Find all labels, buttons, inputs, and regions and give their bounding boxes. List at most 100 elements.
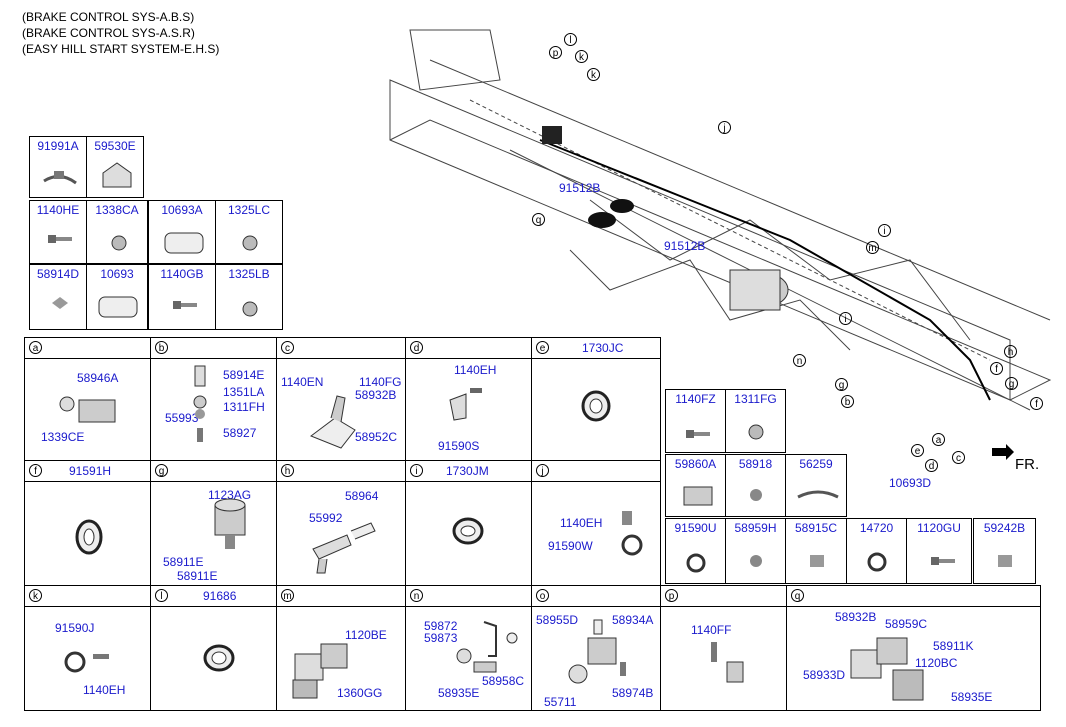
bolt-sensor-icon [711,642,744,683]
part-number: 1325LB [228,267,270,281]
part-number: 1339CE [41,430,85,444]
valve-icon [568,619,626,684]
part-number: 59530E [94,139,136,153]
part-cell: 58959H [725,518,786,584]
part-number: 58955D [536,613,579,627]
title-line-2: (BRAKE CONTROL SYS-A.S.R) [22,26,195,40]
valve-icon [59,396,116,423]
grommet-icon [452,517,484,545]
cell-letter: p [665,589,678,602]
part-number: 58964 [345,489,379,503]
part-number: 1140EH [560,516,603,530]
cell-letter: e [536,341,549,354]
part-cell: 1140FZ [665,389,726,453]
callout-e: e [911,444,924,457]
part-number: 58934A [612,613,654,627]
detail-cell-k: k 91590J 1140EH [24,585,151,711]
part-number: 59242B [983,521,1026,535]
callout-h: h [1004,345,1017,358]
frame-assembly-drawing [389,29,1052,411]
part-cell: 58918 [725,454,786,517]
part-cell: 91991A [29,136,87,198]
sleeve-icon [164,232,204,254]
part-number: 1140FG [359,375,402,389]
bolt-icon [48,235,72,243]
cell-letter: q [791,589,804,602]
part-cell: 14720 [846,518,907,584]
part-number: 91991A [37,139,79,153]
nut-icon [242,235,258,251]
part-number: 55992 [309,511,343,525]
part-number: 59860A [674,457,717,471]
grommet-icon [75,519,103,555]
cap-icon [102,162,132,188]
part-number: 58914D [36,267,80,281]
part-number: 1338CA [95,203,139,217]
plug-icon [750,555,762,567]
cell-letter: b [155,341,168,354]
part-number: 1351LA [223,385,265,399]
part-number: 58959C [885,617,928,631]
nut-icon [748,424,764,440]
part-number: 1325LC [227,203,271,217]
cell-letter: g [155,464,168,477]
part-number: 1140HE [36,203,80,217]
grommet-icon [581,390,611,422]
callout-c: c [952,451,965,464]
part-number: 55711 [544,695,577,709]
detail-cell-q: q 58932B 58959C 58911K 1120BC 58933D 589… [786,585,1041,711]
clamp-icon [449,388,482,421]
valve-assembly-icon [292,643,348,699]
part-number: 1120GU [917,521,961,535]
cell-letter: j [536,464,549,477]
part-cell: 59860A [665,454,726,517]
detail-cell-f: f 91591H [24,460,151,586]
title-line-3: (EASY HILL START SYSTEM-E.H.S) [22,42,220,56]
fitting-icon [456,621,518,673]
callout-d: d [925,459,938,472]
part-number: 1730JC [582,341,624,355]
callout-a: a [932,433,945,446]
part-number: 58958C [482,674,525,688]
part-number: 58932B [355,388,397,402]
part-cell: 58914D [29,264,87,330]
cell-letter: h [281,464,294,477]
part-number: 58935E [438,686,480,700]
part-cell: 10693 [86,264,148,330]
callout-f: f [1030,397,1043,410]
cell-letter: m [281,589,294,602]
detail-cell-n: n 59872 59873 58935E 58958C [405,585,532,711]
detail-cell-i: i 1730JM [405,460,532,586]
part-cell: 59530E [86,136,144,198]
detail-cell-b: b 58914E 1351LA 1311FH 55993 58927 [150,337,277,461]
callout-k: k [587,68,600,81]
part-cell: 1140HE [29,200,87,264]
part-number: 1140EH [454,363,497,377]
cell-letter: n [410,589,423,602]
part-number: 58946A [77,371,119,385]
clip-icon [998,555,1012,567]
callout-n: n [793,354,806,367]
grommet-icon [203,644,235,672]
part-cell: 1325LC [215,200,283,264]
part-number: 14720 [859,521,894,535]
part-number: 58959H [734,521,777,535]
detail-cell-j: j 1140EH 91590W [531,460,661,586]
part-number: 58935E [951,690,993,704]
part-number: 55993 [165,411,199,425]
clamp-icon [621,511,643,556]
part-label-91512B: 91512B [664,239,706,253]
strap-icon [43,171,77,185]
clamp-icon [867,552,887,572]
detail-cell-h: h 58964 55992 [276,460,406,586]
clip-icon [52,297,68,309]
bolt-icon [931,557,955,565]
callout-l: l [564,33,577,46]
part-cell: 59242B [973,518,1036,584]
callout-q: q [532,213,545,226]
callout-b: b [841,395,854,408]
part-number: 58911E [163,555,204,569]
callout-m: m [866,241,879,254]
nut-icon [111,235,127,251]
